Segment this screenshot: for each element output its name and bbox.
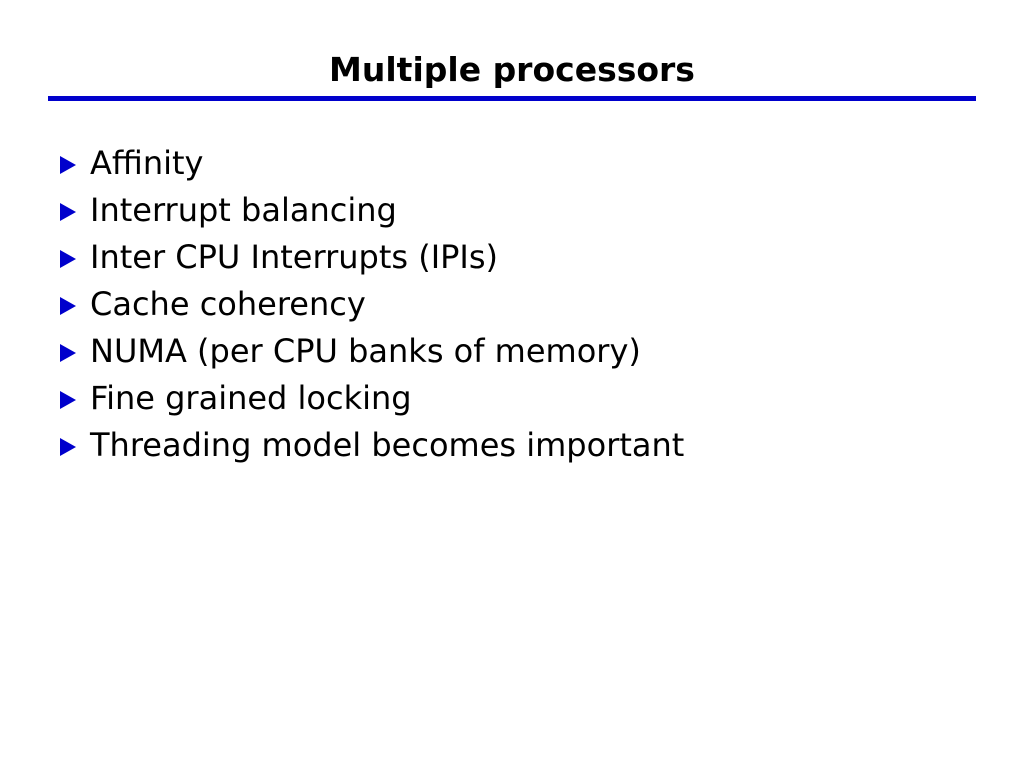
list-item-label: Threading model becomes important [90, 426, 685, 464]
page-title: Multiple processors [329, 50, 695, 89]
list-item-label: Interrupt balancing [90, 191, 397, 229]
list-item-label: Inter CPU Interrupts (IPIs) [90, 238, 499, 276]
list-item-label: Cache coherency [90, 285, 366, 323]
list-item: Fine grained locking [58, 375, 998, 422]
triangle-right-icon [58, 328, 90, 375]
list-item: Cache coherency [58, 281, 998, 328]
list-item: NUMA (per CPU banks of memory) [58, 328, 998, 375]
triangle-right-icon [58, 187, 90, 234]
list-item: Interrupt balancing [58, 187, 998, 234]
list-item-label: Affinity [90, 144, 204, 182]
list-item: Threading model becomes important [58, 422, 998, 469]
title-divider-rule [48, 96, 976, 101]
list-item-label: NUMA (per CPU banks of memory) [90, 332, 641, 370]
list-item: Inter CPU Interrupts (IPIs) [58, 234, 998, 281]
triangle-right-icon [58, 281, 90, 328]
list-item: Affinity [58, 140, 998, 187]
bullet-list: Affinity Interrupt balancing Inter CPU I… [58, 140, 998, 469]
list-item-label: Fine grained locking [90, 379, 412, 417]
triangle-right-icon [58, 422, 90, 469]
triangle-right-icon [58, 234, 90, 281]
triangle-right-icon [58, 375, 90, 422]
triangle-right-icon [58, 140, 90, 187]
